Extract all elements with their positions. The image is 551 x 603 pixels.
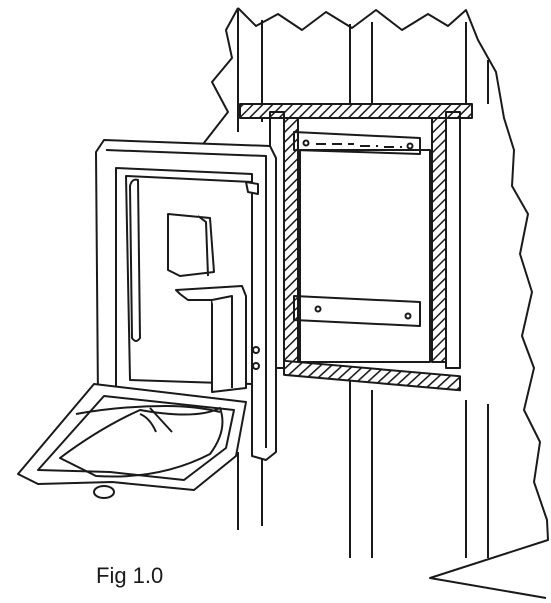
mounting-rail-top [293,131,421,155]
baby-changing-station-icon [95,139,277,461]
right-stud [465,22,489,558]
figure-caption: Fig 1.0 [96,563,164,588]
wall-opening [299,149,431,363]
wall-left-edge [199,7,239,161]
center-stud [349,22,373,558]
wall-outline [237,7,549,599]
changing-bed [17,383,247,499]
mounting-rail-bottom [293,295,421,327]
